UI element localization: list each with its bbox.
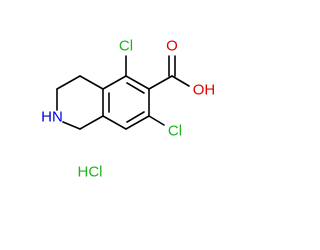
substituents [125, 55, 190, 126]
bond-c4a-c4 [79, 75, 104, 90]
amine-label: HN [41, 109, 63, 126]
bond-c6-carboxyl [148, 75, 173, 90]
bond-c5-c6-inner [126, 82, 145, 94]
carbonyl-oxygen-label: O [166, 38, 178, 55]
bond-c7-c8 [125, 115, 150, 130]
bond-c7-cl [148, 115, 165, 126]
bond-c5-c6 [125, 75, 150, 90]
bond-c1-c8a [79, 115, 104, 130]
hcl-label: HCl [78, 164, 103, 181]
aromatic-ring [102, 75, 150, 130]
saturated-ring [56, 75, 104, 130]
bond-c4a-c5 [102, 75, 127, 90]
bond-carboxyl-oh [171, 75, 190, 87]
chlorine-label-bottom: Cl [168, 123, 182, 140]
molecule-structure: Cl Cl O OH HN HCl [41, 38, 216, 181]
bond-c8-c8a [102, 115, 127, 130]
bond-c4-c3 [56, 75, 81, 90]
hydroxyl-label: OH [193, 82, 216, 99]
chlorine-label-top: Cl [119, 38, 133, 55]
bond-n2-c1 [62, 121, 81, 130]
bond-c7-c8-inner [126, 111, 145, 123]
